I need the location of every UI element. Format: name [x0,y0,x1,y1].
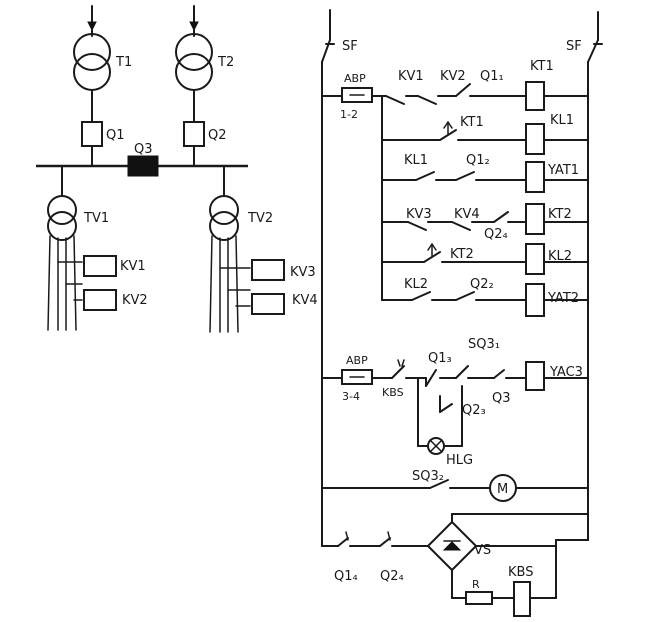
voltage-transformer-tv2-a [209,195,239,225]
r1-coil-label: KT1 [530,59,554,74]
r3-kl1-label: KL1 [404,153,428,168]
kv3-label: KV3 [290,265,316,280]
relay-kv3 [251,259,285,281]
r6-coil-label: YAT2 [547,291,579,306]
coil-yat2 [525,283,545,317]
r4-q24-label: Q2₄ [484,227,508,242]
coil-kl2 [525,243,545,275]
r3-coil-label: YAT1 [547,163,579,178]
tv1-label: TV1 [83,211,109,226]
r1-kv1-label: KV1 [398,69,424,84]
kbs-label: KBS [508,565,533,580]
r5-coil-label: KL2 [548,249,572,264]
kbs-contact-label: KBS [382,386,404,399]
q24b-label: Q2₄ [380,569,404,584]
relay-kv4 [251,293,285,315]
sf-right-label: SF [566,39,582,54]
sq31-label: SQ3₁ [468,337,500,352]
transformer-t1-primary [73,33,111,71]
q14-label: Q1₄ [334,569,358,584]
abp1-label: АВР [344,72,366,85]
breaker-q1 [81,121,103,147]
motor-label: M [497,482,508,497]
r2-coil-label: KL1 [550,113,574,128]
voltage-transformer-tv2-b [209,211,239,241]
sf-left-label: SF [342,39,358,54]
r3-q12-label: Q1₂ [466,153,490,168]
voltage-transformer-tv1-b [47,211,77,241]
kv2-label: KV2 [122,293,148,308]
r5-kt2-label: KT2 [450,247,474,262]
transformer-t1-secondary [73,53,111,91]
tv2-label: TV2 [247,211,273,226]
coil-kl1 [525,123,545,155]
r4-coil-label: KT2 [548,207,572,222]
r4-kv3-label: KV3 [406,207,432,222]
r6-kl2-label: KL2 [404,277,428,292]
q3-label: Q3 [134,142,153,157]
coil-kt2 [525,203,545,235]
coil-yac3 [525,361,545,391]
r6-q22-label: Q2₂ [470,277,494,292]
yac3-label: YAC3 [549,365,583,380]
q2-label: Q2 [208,128,227,143]
q13-label: Q1₃ [428,351,452,366]
t1-label: T1 [115,55,132,70]
r1-q11-label: Q1₁ [480,69,504,84]
relay-kv1 [83,255,117,277]
voltage-transformer-tv1-a [47,195,77,225]
abp2-label: АВР [346,354,368,367]
kv4-label: KV4 [292,293,318,308]
r4-kv4-label: KV4 [454,207,480,222]
r-label: R [472,578,480,591]
t2-label: T2 [217,55,234,70]
hlg-label: HLG [446,453,473,468]
q23-label: Q2₃ [462,403,486,418]
q1-label: Q1 [106,128,125,143]
kv1-label: KV1 [120,259,146,274]
r2-kt1-label: KT1 [460,115,484,130]
breaker-q2 [183,121,205,147]
coil-yat1 [525,161,545,193]
sq32-label: SQ3₂ [412,469,444,484]
r1-kv2-label: KV2 [440,69,466,84]
coil-kbs [513,581,531,617]
relay-kv2 [83,289,117,311]
control-circuit: SF SF АВР 1-2 KV1 KV2 Q1₁ KT1 [321,9,603,617]
abp1-num: 1-2 [340,108,358,121]
q3-ctrl-label: Q3 [492,391,511,406]
coil-kt1 [525,81,545,111]
transformer-t2-primary [175,33,213,71]
single-line-diagram: T1 Q1 T2 Q2 Q3 TV1 KV1 KV2 [36,5,318,333]
bus-tie-breaker-q3 [127,155,159,177]
abp2-num: 3-4 [342,390,360,403]
resistor-r [465,591,493,605]
transformer-t2-secondary [175,53,213,91]
